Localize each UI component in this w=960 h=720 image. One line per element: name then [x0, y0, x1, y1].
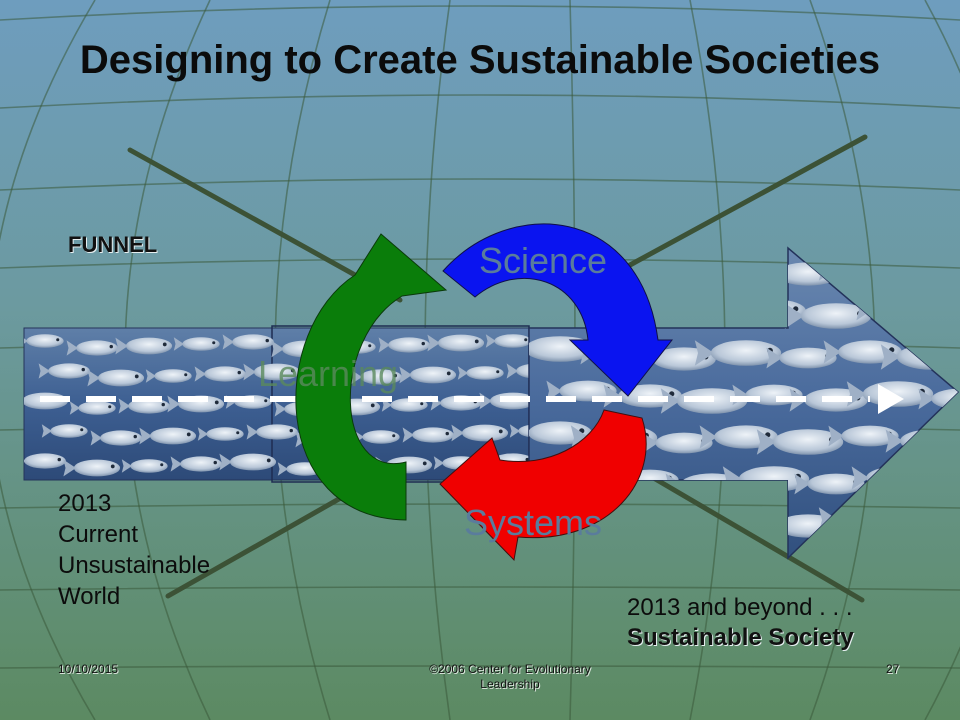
footer-page-number: 27: [886, 662, 900, 676]
fish-shape: [246, 424, 298, 440]
timeline-dashed-arrow: [40, 384, 904, 414]
future-timeframe-label: 2013 and beyond . . .: [627, 594, 853, 621]
fish-shape: [197, 427, 244, 441]
fish-shape: [63, 459, 121, 477]
fish-shape: [399, 366, 457, 384]
learning-arrow: [295, 233, 448, 521]
fish-shape: [24, 453, 66, 469]
current-line-1: Current: [58, 521, 139, 548]
cycle-diagram: [295, 223, 674, 562]
sustainable-society-label: Sustainable Society: [627, 624, 854, 651]
current-state-label: 2013 Current Unsustainable World: [58, 488, 210, 612]
cycle-label-systems: Systems: [464, 502, 602, 543]
fish-shape: [41, 424, 88, 438]
fish-shape: [243, 363, 301, 381]
footer-copyright: ©2006 Center for Evolutionary Leadership: [429, 662, 591, 691]
fish-shape: [24, 334, 64, 348]
fish-shape: [139, 427, 197, 445]
fish-shape: [219, 453, 277, 471]
fish-shape: [350, 369, 402, 385]
current-year: 2013: [58, 490, 112, 517]
fish-shape: [451, 424, 509, 442]
fish-shape: [173, 337, 220, 351]
cycle-label-learning: Learning: [258, 353, 398, 394]
systems-arrow: [439, 409, 647, 562]
fish-shape: [485, 334, 529, 348]
fish-shape: [222, 334, 274, 350]
slide-title: Designing to Create Sustainable Societie…: [79, 38, 881, 82]
fish-shape: [145, 369, 192, 383]
current-line-2: Unsustainable: [58, 552, 211, 579]
funnel-label: FUNNEL: [68, 232, 158, 257]
fish-shape: [378, 337, 430, 353]
cycle-label-science: Science: [479, 240, 607, 281]
fish-shape: [427, 334, 485, 352]
fish-shape: [87, 369, 145, 387]
fish-shape: [194, 366, 246, 382]
fish-shape: [457, 366, 504, 380]
fish-shape: [115, 337, 173, 355]
fish-shape: [506, 363, 529, 379]
current-line-3: World: [58, 583, 121, 610]
fish-shape: [170, 456, 222, 472]
fish-shape: [90, 430, 142, 446]
fish-shape: [121, 459, 168, 473]
footer-date: 10/10/2015: [58, 662, 119, 676]
fish-shape: [66, 340, 118, 356]
science-arrow: [442, 223, 674, 397]
fish-shape: [509, 424, 529, 438]
fish-shape: [38, 363, 90, 379]
fish-shape: [402, 427, 454, 443]
fish-shape: [118, 398, 170, 414]
fish-shape: [69, 401, 116, 415]
